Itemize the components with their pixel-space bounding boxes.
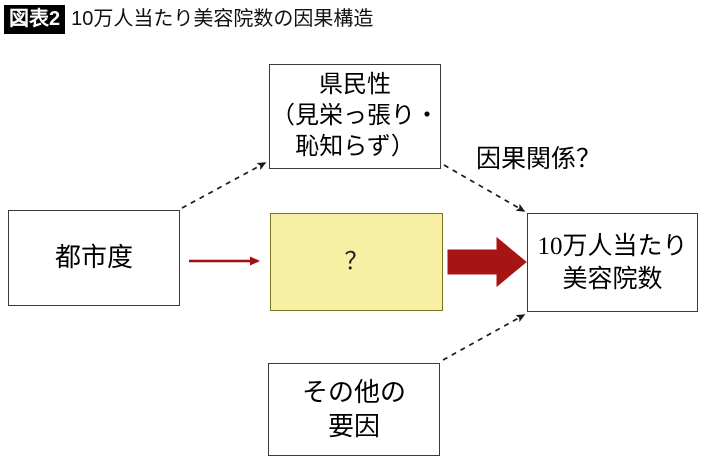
node-urbanity: 都市度 [8,210,180,306]
page-title: 10万人当たり美容院数の因果構造 [71,8,374,30]
header-divider [0,38,710,39]
node-kenminsei-line-1: 県民性 [319,72,391,98]
node-outcome-line-2: 美容院数 [562,265,663,293]
node-other-line-1: その他の [301,377,406,407]
figure-number-badge: 図表2 [4,4,66,34]
node-other-line-2: 要因 [327,411,380,441]
node-kenminsei: 県民性 （見栄っ張り・ 恥知らず） [269,64,441,169]
node-outcome-line-1: 10万人当たり [537,232,688,260]
edge-other-to-outcome [442,314,526,361]
edge-urbanity-to-kenminsei [181,162,267,209]
node-kenminsei-line-3: 恥知らず） [295,134,415,160]
node-urbanity-line-1: 都市度 [54,243,133,272]
label-causal-relation: 因果関係？ [476,146,602,173]
node-other-factors: その他の 要因 [268,363,440,456]
node-unknown-question-mark: ？ [344,249,369,275]
edge-unknown-to-outcome [447,236,527,288]
figure-header: 図表2 10万人当たり美容院数の因果構造 [0,0,710,38]
node-unknown-factor: ？ [270,213,443,311]
node-kenminsei-line-2: （見栄っ張り・ [271,103,439,129]
node-outcome-salons-per-100k: 10万人当たり 美容院数 [527,213,698,312]
